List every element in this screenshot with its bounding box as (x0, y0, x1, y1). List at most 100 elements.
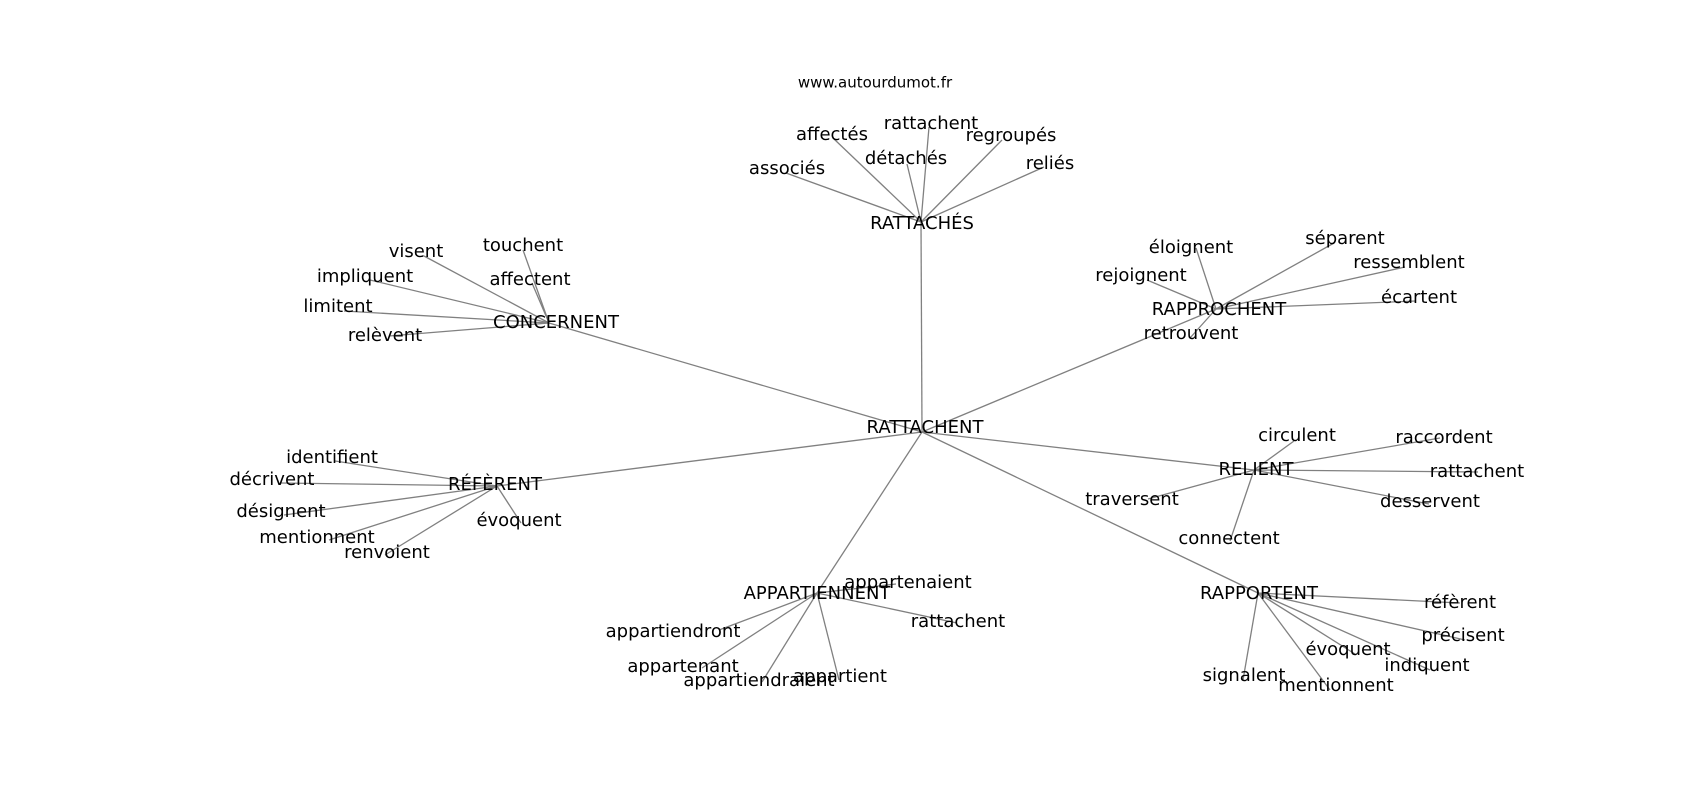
leaf-node-label: mentionnent (1278, 675, 1393, 696)
hub-node-label: RAPPROCHENT (1152, 299, 1287, 320)
leaf-node-label: regroupés (966, 125, 1057, 146)
edge-hub-to-leaf (1147, 469, 1255, 500)
leaf-node-label: appartenant (627, 656, 738, 677)
edge-hub-to-leaf (1257, 592, 1461, 604)
edge-hub-to-leaf (369, 279, 550, 324)
leaf-node-label: affectés (796, 124, 868, 145)
edge-hub-to-leaf (816, 592, 840, 681)
edge-hub-to-leaf (531, 282, 550, 324)
edge-hub-to-leaf (1257, 592, 1431, 671)
edge-hub-to-leaf (833, 138, 922, 223)
leaf-node-label: écartent (1381, 287, 1457, 308)
edge-hub-to-leaf (1189, 308, 1217, 339)
leaf-node-label: traversent (1085, 489, 1179, 510)
leaf-node-label: signalent (1203, 665, 1286, 686)
leaf-node-label: connectent (1178, 528, 1279, 549)
edge-hub-to-leaf (423, 255, 550, 324)
edge-hub-to-leaf (1257, 592, 1331, 691)
leaf-node-label: décrivent (230, 469, 315, 490)
edge-hub-to-leaf (816, 592, 958, 624)
leaf-node-label: raccordent (1395, 427, 1492, 448)
edge-center-to-hub (920, 221, 923, 433)
edge-hub-to-leaf (1215, 242, 1335, 310)
leaf-node-label: désignent (236, 501, 325, 522)
edge-hub-to-leaf (1195, 247, 1217, 310)
leaf-node-label: relèvent (348, 325, 422, 346)
leaf-node-label: mentionnent (259, 527, 374, 548)
leaf-node-label: impliquent (317, 266, 413, 287)
leaf-node-label: réfèrent (1424, 592, 1496, 613)
edge-hub-to-leaf (328, 485, 498, 541)
edge-hub-to-leaf (1242, 592, 1259, 681)
leaf-node-label: visent (389, 241, 444, 262)
graph-edges (280, 126, 1479, 691)
leaf-node-label: rattachent (1430, 461, 1524, 482)
leaf-node-label: indiquent (1384, 655, 1469, 676)
edge-hub-to-leaf (920, 126, 930, 223)
site-watermark: www.autourdumot.fr (798, 74, 953, 92)
edge-center-to-hub (496, 431, 923, 487)
edge-hub-to-leaf (1215, 300, 1417, 310)
edge-hub-to-leaf (1257, 592, 1466, 641)
center-node-label: RATTACHENT (867, 417, 985, 438)
edge-center-to-hub (816, 431, 923, 594)
edge-center-to-hub (548, 322, 923, 433)
edge-hub-to-leaf (496, 485, 522, 524)
edge-hub-to-leaf (1253, 437, 1441, 471)
edge-hub-to-leaf (1146, 279, 1217, 310)
edge-hub-to-leaf (906, 163, 922, 223)
edge-hub-to-leaf (522, 249, 550, 324)
edge-center-to-hub (921, 431, 1255, 471)
edge-hub-to-leaf (1253, 469, 1430, 505)
leaf-node-label: appartiendraient (683, 670, 834, 691)
leaf-node-label: appartiendront (606, 621, 741, 642)
edge-hub-to-leaf (920, 139, 1003, 223)
edge-hub-to-leaf (334, 460, 498, 487)
leaf-node-label: séparent (1305, 228, 1384, 249)
edge-hub-to-leaf (785, 172, 922, 223)
leaf-node-label: limitent (303, 296, 372, 317)
leaf-node-label: renvoient (344, 542, 430, 563)
edge-hub-to-leaf (388, 322, 550, 337)
edge-hub-to-leaf (1253, 440, 1295, 471)
leaf-node-label: retrouvent (1144, 323, 1239, 344)
leaf-node-label: éloignent (1149, 237, 1233, 258)
leaf-node-label: affectent (490, 269, 571, 290)
edge-hub-to-leaf (1253, 469, 1479, 473)
hub-node-label: RELIENT (1218, 459, 1294, 480)
edge-center-to-hub (921, 308, 1217, 433)
edge-hub-to-leaf (384, 485, 498, 556)
leaf-node-label: appartient (793, 666, 887, 687)
edge-hub-to-leaf (1229, 469, 1255, 542)
leaf-node-label: évoquent (1305, 639, 1390, 660)
edge-hub-to-leaf (920, 166, 1045, 223)
leaf-node-label: rejoignent (1095, 265, 1186, 286)
edge-hub-to-leaf (1257, 592, 1356, 655)
edge-center-to-hub (921, 431, 1259, 594)
hub-node-label: APPARTIENNENT (744, 583, 892, 604)
hub-node-label: RÉFÈRENT (448, 473, 543, 495)
leaf-node-label: ressemblent (1353, 252, 1464, 273)
hub-node-label: RAPPORTENT (1200, 583, 1319, 604)
edge-hub-to-leaf (701, 592, 818, 669)
edge-hub-to-leaf (718, 592, 818, 631)
leaf-node-label: desservent (1380, 491, 1480, 512)
leaf-node-label: détachés (865, 148, 947, 169)
hub-node-label: RATTACHÉS (870, 212, 974, 234)
leaf-node-label: rattachent (884, 113, 978, 134)
leaf-node-label: appartenaient (844, 572, 971, 593)
leaf-node-label: précisent (1421, 625, 1504, 646)
leaf-node-label: associés (749, 158, 825, 179)
edge-hub-to-leaf (283, 485, 498, 516)
hub-node-label: CONCERNENT (493, 312, 620, 333)
edge-hub-to-leaf (280, 482, 498, 487)
edge-hub-to-leaf (816, 583, 897, 594)
edge-hub-to-leaf (343, 310, 550, 324)
leaf-node-label: identifient (286, 447, 378, 468)
leaf-node-label: touchent (483, 235, 563, 256)
leaf-node-label: circulent (1258, 425, 1336, 446)
edge-hub-to-leaf (1215, 266, 1406, 310)
leaf-node-label: évoquent (476, 510, 561, 531)
